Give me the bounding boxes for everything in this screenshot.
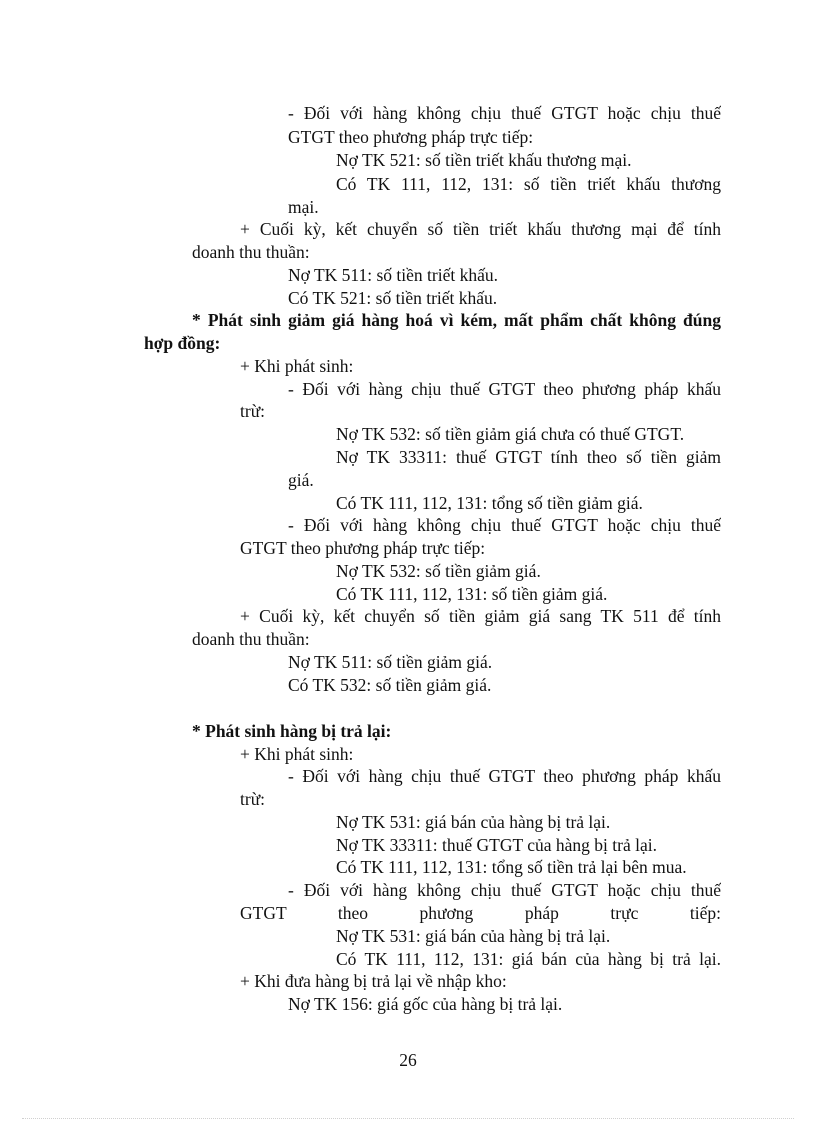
text-line: trừ: bbox=[240, 789, 266, 809]
text-line: Nợ TK 511: số tiền giảm giá. bbox=[288, 652, 493, 672]
text-line: Nợ TK 33311: thuế GTGT của hàng bị trả l… bbox=[336, 835, 657, 855]
text-line: Có TK 111, 112, 131: tổng số tiền trả lạ… bbox=[336, 857, 687, 877]
text-line: Có TK 111, 112, 131: tổng số tiền giảm g… bbox=[336, 493, 643, 513]
text-line: GTGT theo phương pháp trực tiếp: bbox=[240, 538, 486, 558]
section-heading-line: hợp đồng: bbox=[144, 333, 221, 353]
section-heading-line: * Phát sinh hàng bị trả lại: bbox=[192, 721, 392, 741]
text-line: Có TK 111, 112, 131: số tiền triết khấu … bbox=[336, 174, 721, 194]
text-line: GTGT theo phương pháp trực tiếp: bbox=[288, 127, 534, 147]
text-line: + Cuối kỳ, kết chuyển số tiền triết khấu… bbox=[240, 219, 721, 239]
page-number: 26 bbox=[399, 1050, 417, 1070]
text-line: + Khi phát sinh: bbox=[240, 356, 354, 376]
text-line: giá. bbox=[288, 470, 314, 490]
text-line: Nợ TK 532: số tiền giảm giá. bbox=[336, 561, 541, 581]
text-line: Có TK 532: số tiền giảm giá. bbox=[288, 675, 492, 695]
text-line: Có TK 111, 112, 131: giá bán của hàng bị… bbox=[336, 949, 721, 969]
page-bottom-divider bbox=[22, 1118, 794, 1119]
text-line: + Khi đưa hàng bị trả lại về nhập kho: bbox=[240, 971, 507, 991]
text-line: Nợ TK 531: giá bán của hàng bị trả lại. bbox=[336, 812, 611, 832]
text-line: trừ: bbox=[240, 401, 266, 421]
text-line: Nợ TK 33311: thuế GTGT tính theo số tiền… bbox=[336, 447, 721, 467]
section-heading-line: * Phát sinh giảm giá hàng hoá vì kém, mấ… bbox=[192, 310, 721, 330]
text-line: doanh thu thuần: bbox=[192, 242, 310, 262]
text-line: Nợ TK 156: giá gốc của hàng bị trả lại. bbox=[288, 994, 563, 1014]
text-line: - Đối với hàng chịu thuế GTGT theo phươn… bbox=[288, 379, 721, 399]
text-line: - Đối với hàng không chịu thuế GTGT hoặc… bbox=[288, 515, 721, 535]
text-line: - Đối với hàng không chịu thuế GTGT hoặc… bbox=[288, 103, 721, 123]
text-line: - Đối với hàng không chịu thuế GTGT hoặc… bbox=[288, 880, 721, 900]
text-line: mại. bbox=[288, 197, 319, 217]
text-line: Nợ TK 511: số tiền triết khấu. bbox=[288, 265, 498, 285]
text-line: Nợ TK 532: số tiền giảm giá chưa có thuế… bbox=[336, 424, 685, 444]
text-line: GTGT theo phương pháp trực tiếp: bbox=[240, 903, 721, 923]
text-line: Nợ TK 521: số tiền triết khấu thương mại… bbox=[336, 150, 632, 170]
text-line: Có TK 521: số tiền triết khấu. bbox=[288, 288, 498, 308]
text-line: Có TK 111, 112, 131: số tiền giảm giá. bbox=[336, 584, 608, 604]
text-line: Nợ TK 531: giá bán của hàng bị trả lại. bbox=[336, 926, 611, 946]
text-line: doanh thu thuần: bbox=[192, 629, 310, 649]
text-line: + Cuối kỳ, kết chuyển số tiền giảm giá s… bbox=[240, 606, 721, 626]
text-line: - Đối với hàng chịu thuế GTGT theo phươn… bbox=[288, 766, 721, 786]
text-line: + Khi phát sinh: bbox=[240, 744, 354, 764]
